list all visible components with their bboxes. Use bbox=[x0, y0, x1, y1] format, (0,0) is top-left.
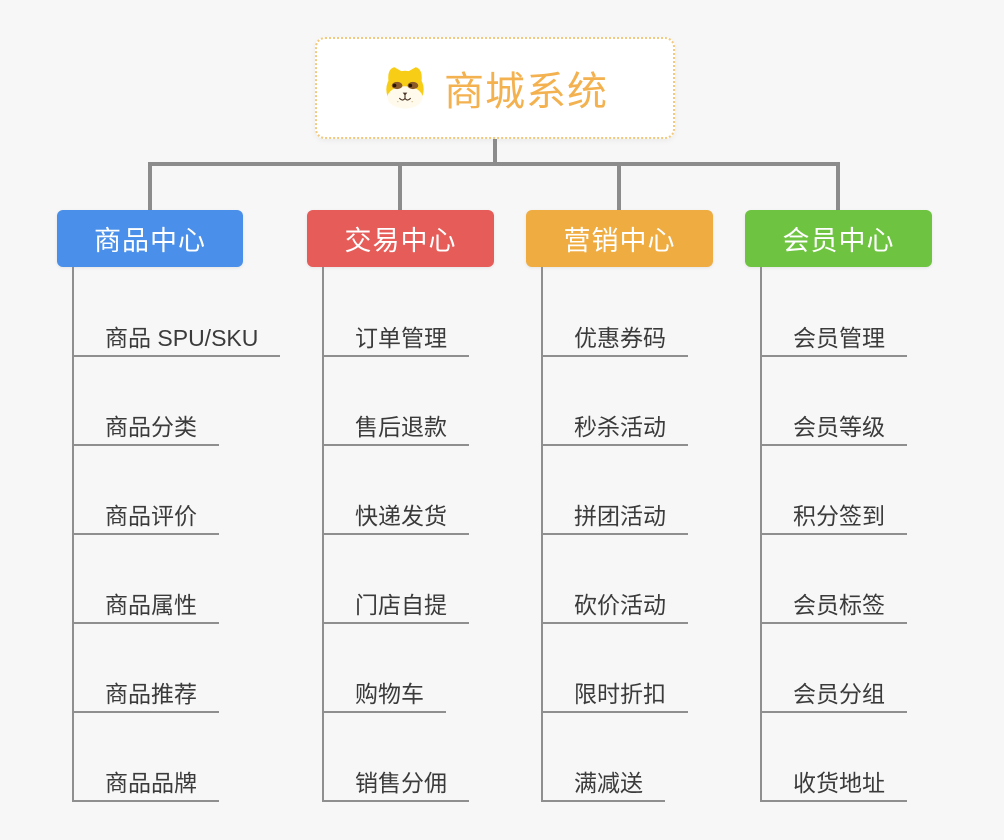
leaf-node[interactable]: 商品属性 bbox=[72, 589, 219, 624]
branch-node-trade-center[interactable]: 交易中心 bbox=[307, 210, 494, 267]
leaf-node[interactable]: 砍价活动 bbox=[541, 589, 688, 624]
leaf-node[interactable]: 会员管理 bbox=[760, 322, 907, 357]
connector-drop-member bbox=[836, 162, 840, 210]
connector-root-stem bbox=[493, 139, 497, 166]
leaf-node[interactable]: 秒杀活动 bbox=[541, 411, 688, 446]
root-node[interactable]: 商城系统 bbox=[315, 37, 675, 139]
leaf-node[interactable]: 销售分佣 bbox=[322, 767, 469, 802]
connector-drop-product bbox=[148, 162, 152, 210]
leaf-node[interactable]: 订单管理 bbox=[322, 322, 469, 357]
leaf-node[interactable]: 商品评价 bbox=[72, 500, 219, 535]
dog-icon bbox=[382, 66, 428, 110]
leaf-node[interactable]: 商品分类 bbox=[72, 411, 219, 446]
leaf-node[interactable]: 会员标签 bbox=[760, 589, 907, 624]
leaf-node[interactable]: 积分签到 bbox=[760, 500, 907, 535]
connector-drop-trade bbox=[398, 162, 402, 210]
leaf-node[interactable]: 购物车 bbox=[322, 678, 446, 713]
leaf-node[interactable]: 优惠券码 bbox=[541, 322, 688, 357]
leaf-node[interactable]: 商品品牌 bbox=[72, 767, 219, 802]
leaf-node[interactable]: 售后退款 bbox=[322, 411, 469, 446]
leaf-node[interactable]: 收货地址 bbox=[760, 767, 907, 802]
leaf-node[interactable]: 门店自提 bbox=[322, 589, 469, 624]
leaf-node[interactable]: 拼团活动 bbox=[541, 500, 688, 535]
leaf-node[interactable]: 快递发货 bbox=[322, 500, 469, 535]
leaf-node[interactable]: 会员等级 bbox=[760, 411, 907, 446]
leaf-node[interactable]: 商品 SPU/SKU bbox=[72, 322, 281, 357]
leaf-node[interactable]: 限时折扣 bbox=[541, 678, 688, 713]
branch-node-product-center[interactable]: 商品中心 bbox=[57, 210, 243, 267]
leaf-node[interactable]: 会员分组 bbox=[760, 678, 907, 713]
leaf-node[interactable]: 满减送 bbox=[541, 767, 665, 802]
branch-node-marketing-center[interactable]: 营销中心 bbox=[526, 210, 713, 267]
connector-drop-marketing bbox=[617, 162, 621, 210]
leaf-node[interactable]: 商品推荐 bbox=[72, 678, 219, 713]
connector-main-horizontal bbox=[148, 162, 840, 166]
branch-node-member-center[interactable]: 会员中心 bbox=[745, 210, 932, 267]
root-title: 商城系统 bbox=[444, 70, 608, 114]
